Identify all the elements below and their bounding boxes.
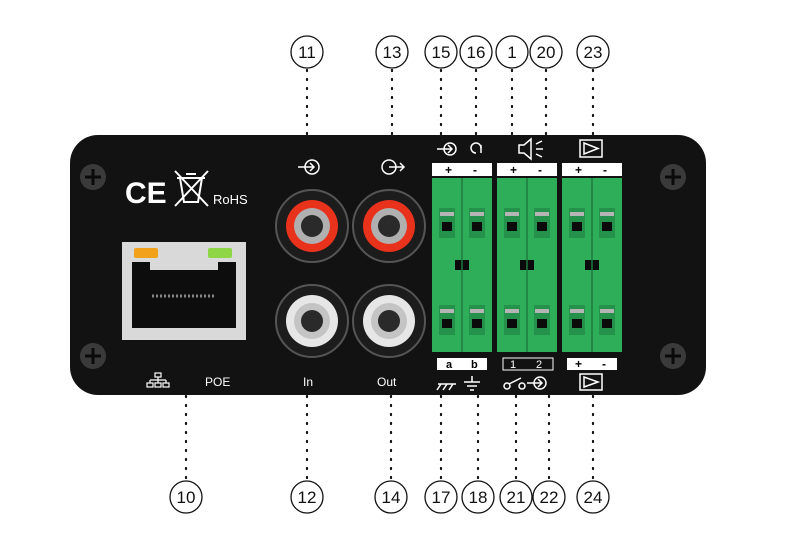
svg-text:-: - xyxy=(538,163,542,177)
poe-label: POE xyxy=(205,375,230,389)
terminal-block-1[interactable] xyxy=(432,178,492,352)
output-arrow-icon xyxy=(381,159,406,175)
svg-text:+: + xyxy=(575,163,582,177)
screw-icon xyxy=(80,164,106,190)
reset-loop-icon xyxy=(470,142,482,154)
rca-in-white[interactable] xyxy=(275,284,349,358)
callout-marker: 14 xyxy=(374,480,408,514)
svg-text:+: + xyxy=(575,357,582,371)
weee-bin-icon xyxy=(174,170,209,207)
callout-number: 18 xyxy=(469,488,488,507)
network-icon xyxy=(146,372,170,388)
in-label: In xyxy=(303,375,313,389)
callout-marker: 13 xyxy=(375,35,409,69)
top-pin-labels-3: + - xyxy=(562,163,622,177)
callout-number: 20 xyxy=(537,43,556,62)
callout-number: 16 xyxy=(467,43,486,62)
input-arrow-icon xyxy=(437,142,457,156)
callout-marker: 11 xyxy=(290,35,324,69)
svg-text:a: a xyxy=(446,359,453,371)
amplifier-icon xyxy=(579,373,603,391)
screw-icon xyxy=(660,164,686,190)
switch-icon xyxy=(503,377,526,390)
rca-in-red[interactable] xyxy=(275,189,349,263)
bottom-pin-labels-1: a b xyxy=(437,358,487,371)
callout-marker: 21 xyxy=(499,480,533,514)
callout-marker: 17 xyxy=(424,480,458,514)
terminal-blocks xyxy=(432,178,622,352)
callout-marker: 1 xyxy=(495,35,529,69)
callout-marker: 18 xyxy=(461,480,495,514)
callout-marker: 15 xyxy=(424,35,458,69)
terminal-block-2[interactable] xyxy=(497,178,557,352)
callout-number: 13 xyxy=(383,43,402,62)
callout-marker: 23 xyxy=(576,35,610,69)
bottom-pin-labels-2: 1 2 xyxy=(502,357,554,371)
svg-text:-: - xyxy=(473,163,477,177)
top-pin-labels-2: + - xyxy=(497,163,557,177)
screw-icon xyxy=(660,343,686,369)
out-label: Out xyxy=(377,375,397,389)
speaker-icon xyxy=(518,137,543,161)
rohs-label: RoHS xyxy=(213,192,248,207)
callout-number: 14 xyxy=(382,488,401,507)
callout-number: 15 xyxy=(432,43,451,62)
callout-number: 10 xyxy=(177,488,196,507)
callout-marker: 12 xyxy=(290,480,324,514)
svg-text:+: + xyxy=(510,163,517,177)
callout-number: 17 xyxy=(432,488,451,507)
svg-text:-: - xyxy=(603,163,607,177)
svg-text:-: - xyxy=(602,357,606,371)
ce-mark: CE xyxy=(125,177,167,210)
top-pin-labels-1: + - xyxy=(432,163,492,177)
callout-number: 21 xyxy=(507,488,526,507)
rca-out-red[interactable] xyxy=(352,189,426,263)
callout-number: 12 xyxy=(298,488,317,507)
bottom-pin-labels-3: + - xyxy=(567,357,617,371)
callout-number: 1 xyxy=(507,43,516,62)
ground-icon xyxy=(436,383,456,391)
rca-out-white[interactable] xyxy=(352,284,426,358)
svg-text:b: b xyxy=(471,359,478,371)
callout-number: 23 xyxy=(584,43,603,62)
terminal-block-3[interactable] xyxy=(562,178,622,352)
amplifier-icon xyxy=(579,139,603,158)
callout-marker: 24 xyxy=(576,480,610,514)
earth-icon xyxy=(464,376,480,391)
callout-marker: 10 xyxy=(169,480,203,514)
input-arrow-icon xyxy=(527,376,547,390)
svg-text:1: 1 xyxy=(510,359,516,371)
callout-number: 22 xyxy=(540,488,559,507)
svg-text:+: + xyxy=(445,163,452,177)
screw-icon xyxy=(80,343,106,369)
svg-text:2: 2 xyxy=(536,359,542,371)
callout-marker: 22 xyxy=(532,480,566,514)
leader-lines xyxy=(184,68,595,480)
callout-marker: 16 xyxy=(459,35,493,69)
input-arrow-icon xyxy=(298,159,320,175)
callout-number: 24 xyxy=(584,488,603,507)
rj45-poe-port[interactable] xyxy=(122,242,246,340)
callout-marker: 20 xyxy=(529,35,563,69)
callout-number: 11 xyxy=(298,43,316,62)
